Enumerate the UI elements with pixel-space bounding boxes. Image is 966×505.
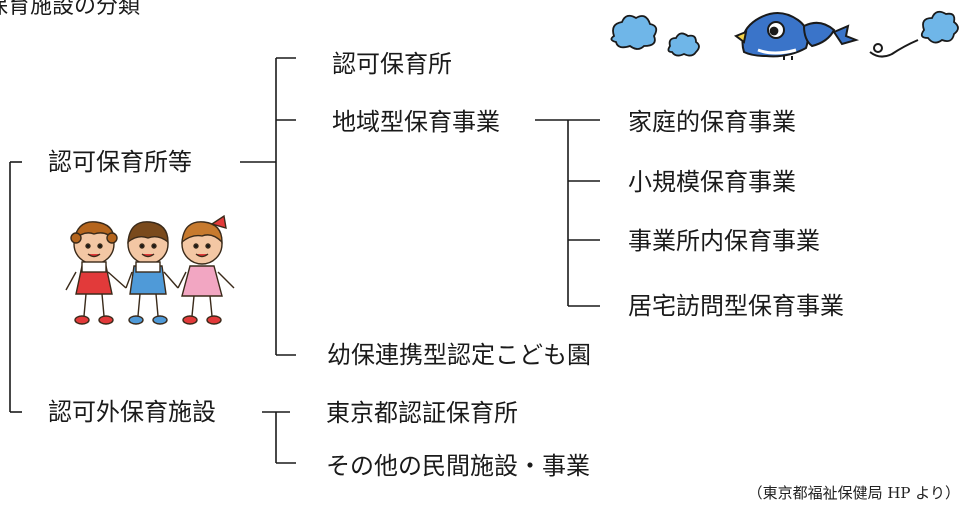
node-kateiteki-hoiku: 家庭的保育事業 <box>628 108 796 136</box>
node-ninkagai-hoiku-shisetsu: 認可外保育施設 <box>48 398 216 426</box>
node-tokyo-ninsho-hoikusho: 東京都認証保育所 <box>326 399 518 427</box>
node-ninka-hoikusho-tou: 認可保育所等 <box>48 148 192 176</box>
node-ninka-hoikusho: 認可保育所 <box>332 50 452 78</box>
page-title: 保育施設の分類 <box>0 0 141 19</box>
source-note: （東京都福祉保健局 HP より） <box>747 484 960 502</box>
node-chiikigata-hoiku-jigyo: 地域型保育事業 <box>332 108 500 136</box>
node-sonota-minkan-shisetsu: その他の民間施設・事業 <box>326 452 590 480</box>
three-children-holding-hands-illustration <box>65 214 235 325</box>
node-yoho-renkei-kodomoen: 幼保連携型認定こども園 <box>327 341 591 369</box>
node-shokibo-hoiku: 小規模保育事業 <box>628 168 796 196</box>
bluebird-with-clouds-illustration <box>610 10 959 60</box>
node-jigyoshonai-hoiku: 事業所内保育事業 <box>628 227 820 255</box>
node-kyotaku-homon-hoiku: 居宅訪問型保育事業 <box>628 292 844 320</box>
